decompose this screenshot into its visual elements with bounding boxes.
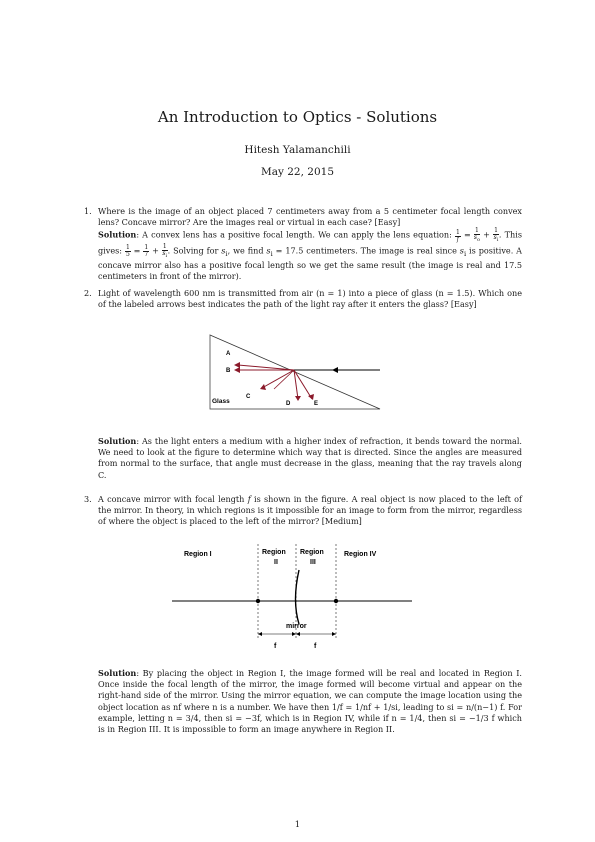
label-e: E [314, 401, 318, 407]
label-b: B [226, 368, 231, 374]
problem-number: 3. [84, 494, 92, 504]
problem-2: 2. Light of wavelength 600 nm is transmi… [84, 288, 522, 310]
problem-question: A concave mirror with focal length f is … [98, 494, 523, 527]
region-3-label: Region [300, 549, 324, 556]
region-1-label: Region I [184, 551, 212, 558]
problem-number: 1. [84, 206, 92, 216]
problem-number: 2. [84, 288, 92, 298]
label-d: D [286, 401, 291, 407]
document-title: An Introduction to Optics - Solutions [157, 108, 438, 126]
region-3-numeral: III [310, 559, 316, 566]
label-a: A [226, 351, 231, 357]
page-number: 1 [294, 820, 301, 830]
region-2-numeral: II [274, 559, 278, 566]
refraction-figure: A B C D E Glass [209, 334, 381, 410]
problem-2-solution: Solution: As the light enters a medium w… [98, 436, 522, 480]
focal-length-label-right: f [314, 643, 317, 650]
problem-3-solution: Solution: By placing the object in Regio… [98, 668, 522, 735]
solution-label: Solution [98, 230, 137, 240]
problem-solution: Solution: A convex lens has a positive f… [98, 227, 523, 282]
solution-label: Solution [98, 436, 137, 446]
glass-label: Glass [212, 398, 230, 405]
region-4-label: Region IV [344, 551, 377, 558]
problem-3: 3. A concave mirror with focal length f … [84, 494, 523, 528]
solution-label: Solution [98, 668, 137, 678]
problem-question: Where is the image of an object placed 7… [98, 206, 522, 228]
mirror-label: mirror [286, 623, 307, 630]
problem-question: Light of wavelength 600 nm is transmitte… [98, 288, 522, 310]
region-2-label: Region [262, 549, 286, 556]
focal-length-label-left: f [274, 643, 277, 650]
mirror-figure: Region I Region II Region III Region IV … [172, 544, 412, 650]
problem-1: 1. Where is the image of an object place… [84, 206, 523, 282]
document-author: Hitesh Yalamanchili [244, 144, 351, 156]
label-c: C [246, 394, 251, 400]
document-date: May 22, 2015 [260, 166, 335, 178]
